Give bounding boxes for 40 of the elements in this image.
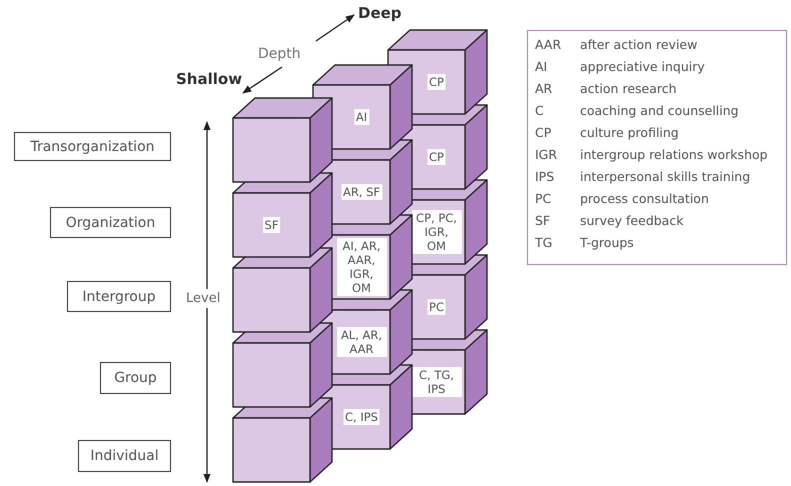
abbreviation: AR (535, 81, 552, 96)
legend-description: process consultation (580, 191, 709, 206)
abbreviation: IGR (535, 147, 558, 162)
cube-label: AI, AR, AAR, IGR, OM (336, 238, 386, 296)
cube-label: CP, PC, IGR, OM (412, 210, 462, 254)
legend-description: appreciative inquiry (580, 59, 705, 74)
cube-label: CP (427, 74, 446, 90)
axis-label: Depth (258, 46, 301, 62)
cube-label: AL, AR, AAR (336, 327, 386, 357)
axis-label: Level (186, 289, 220, 308)
cube-label: AI (354, 109, 370, 125)
level-box: Organization (50, 207, 171, 238)
abbreviation: IPS (535, 169, 554, 184)
legend-description: action research (580, 81, 677, 96)
legend-description: intergroup relations workshop (580, 147, 768, 162)
abbreviation: SF (535, 213, 550, 228)
abbreviation: TG (535, 235, 552, 250)
cube-label: PC (427, 299, 446, 315)
cube-label: AR, SF (340, 184, 382, 200)
abbreviation: C (535, 103, 544, 118)
axis-label: Deep (358, 4, 402, 22)
cube-label: C, IPS (343, 409, 380, 425)
legend-description: survey feedback (580, 213, 684, 228)
level-box: Individual (78, 440, 171, 472)
level-box: Group (100, 362, 171, 394)
legend-description: coaching and counselling (580, 103, 739, 118)
abbreviation: AI (535, 59, 548, 74)
level-box: Intergroup (67, 281, 171, 312)
axis-label: Shallow (176, 70, 242, 88)
legend-description: interpersonal skills training (580, 169, 750, 184)
cube-label: C, TG, IPS (412, 367, 462, 397)
legend-description: after action review (580, 37, 698, 52)
abbreviation: PC (535, 191, 552, 206)
abbreviation: CP (535, 125, 552, 140)
cube-label: SF (262, 217, 280, 233)
legend-description: T-groups (580, 235, 634, 250)
abbreviation: AAR (535, 37, 562, 52)
level-box: Transorganization (14, 132, 171, 161)
legend-description: culture profiling (580, 125, 679, 140)
cube-label: CP (427, 149, 446, 165)
